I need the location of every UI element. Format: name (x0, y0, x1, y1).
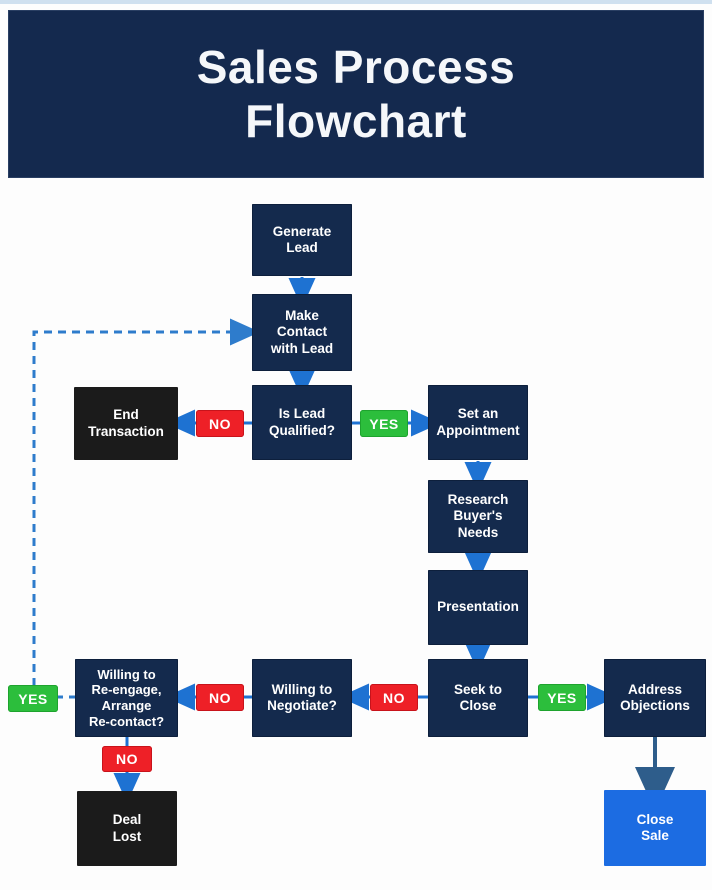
badge-loop-yes: YES (8, 685, 58, 712)
node-is-lead-qualified: Is Lead Qualified? (252, 385, 352, 460)
badge-qualified-no: NO (196, 410, 244, 437)
node-close-sale: Close Sale (604, 790, 706, 866)
node-presentation: Presentation (428, 570, 528, 645)
node-deal-lost: Deal Lost (77, 791, 177, 866)
node-make-contact-with-lead: Make Contact with Lead (252, 294, 352, 371)
badge-negotiate-no: NO (370, 684, 418, 711)
node-research-buyers-needs: Research Buyer's Needs (428, 480, 528, 553)
page-title: Sales Process Flowchart (196, 40, 516, 147)
badge-qualified-yes: YES (360, 410, 408, 437)
badge-reengage-no: NO (196, 684, 244, 711)
badge-seek-yes: YES (538, 684, 586, 711)
node-set-an-appointment: Set an Appointment (428, 385, 528, 460)
top-border-strip (0, 0, 712, 4)
node-end-transaction: End Transaction (74, 387, 178, 460)
header-banner: Sales Process Flowchart (8, 10, 704, 178)
node-generate-lead: Generate Lead (252, 204, 352, 276)
node-address-objections: Address Objections (604, 659, 706, 737)
node-seek-to-close: Seek to Close (428, 659, 528, 737)
node-willing-to-reengage: Willing to Re-engage, Arrange Re-contact… (75, 659, 178, 737)
node-willing-to-negotiate: Willing to Negotiate? (252, 659, 352, 737)
badge-deal-no: NO (102, 746, 152, 772)
arrow-reengage-loop-to-contact (32, 318, 260, 686)
